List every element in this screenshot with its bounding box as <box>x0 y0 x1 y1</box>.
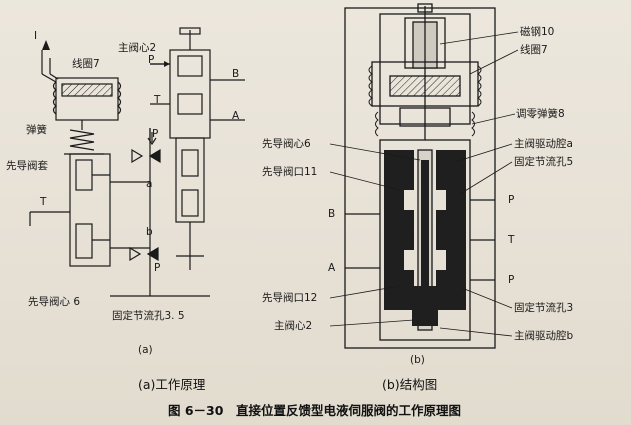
label-pilot-core-6-right: 先导阀心6 <box>262 138 311 150</box>
label-spring: 弹簧 <box>26 124 47 136</box>
label-P-low-left: P <box>154 262 161 274</box>
label-drive-chamber-b: 主阀驱动腔b <box>514 330 574 342</box>
label-drive-chamber-a: 主阀驱动腔a <box>514 138 573 150</box>
label-orifice-5: 固定节流孔5 <box>514 156 574 168</box>
label-P-mid-left: P <box>152 128 159 140</box>
label-sub-a: (a) <box>138 344 153 356</box>
label-P-top-left: P <box>148 54 155 66</box>
label-P-right-upper: P <box>508 194 515 206</box>
schematic-a <box>29 27 245 297</box>
label-B-left: B <box>232 68 240 80</box>
structure-b <box>344 3 496 349</box>
label-orifice-3-5: 固定节流孔3. 5 <box>112 310 185 322</box>
label-zero-spring-8: 调零弹簧8 <box>516 108 565 120</box>
label-A-left: A <box>232 110 240 122</box>
caption-left: (a)工作原理 <box>138 377 206 392</box>
label-main-core-2-left: 主阀心2 <box>118 42 157 54</box>
label-magnet-10: 磁钢10 <box>520 26 555 38</box>
label-pilot-core-6-left: 先导阀心 6 <box>28 296 81 308</box>
label-T-right: T <box>508 234 515 246</box>
label-A-right: A <box>328 262 336 274</box>
label-B-right: B <box>328 208 336 220</box>
label-coil-7-right: 线圈7 <box>520 44 548 56</box>
caption-right: (b)结构图 <box>382 377 438 392</box>
label-coil-7-left: 线圈7 <box>72 58 100 70</box>
label-pilot-port-12: 先导阀口12 <box>262 292 318 304</box>
leader-lines <box>329 31 519 337</box>
label-sub-b: (b) <box>410 354 425 366</box>
label-pilot-port-11: 先导阀口11 <box>262 166 318 178</box>
figure-title: 图 6－30 直接位置反馈型电液伺服阀的工作原理图 <box>168 403 461 418</box>
label-b: b <box>146 226 153 238</box>
label-main-core-2-right: 主阀心2 <box>274 320 313 332</box>
label-pilot-sleeve: 先导阀套 <box>6 160 48 172</box>
label-a: a <box>146 178 153 190</box>
label-P-right-lower: P <box>508 274 515 286</box>
label-orifice-3: 固定节流孔3 <box>514 302 574 314</box>
label-T-left: T <box>40 196 47 208</box>
label-T2-left: T <box>154 94 161 106</box>
label-current-I: I <box>34 30 38 42</box>
